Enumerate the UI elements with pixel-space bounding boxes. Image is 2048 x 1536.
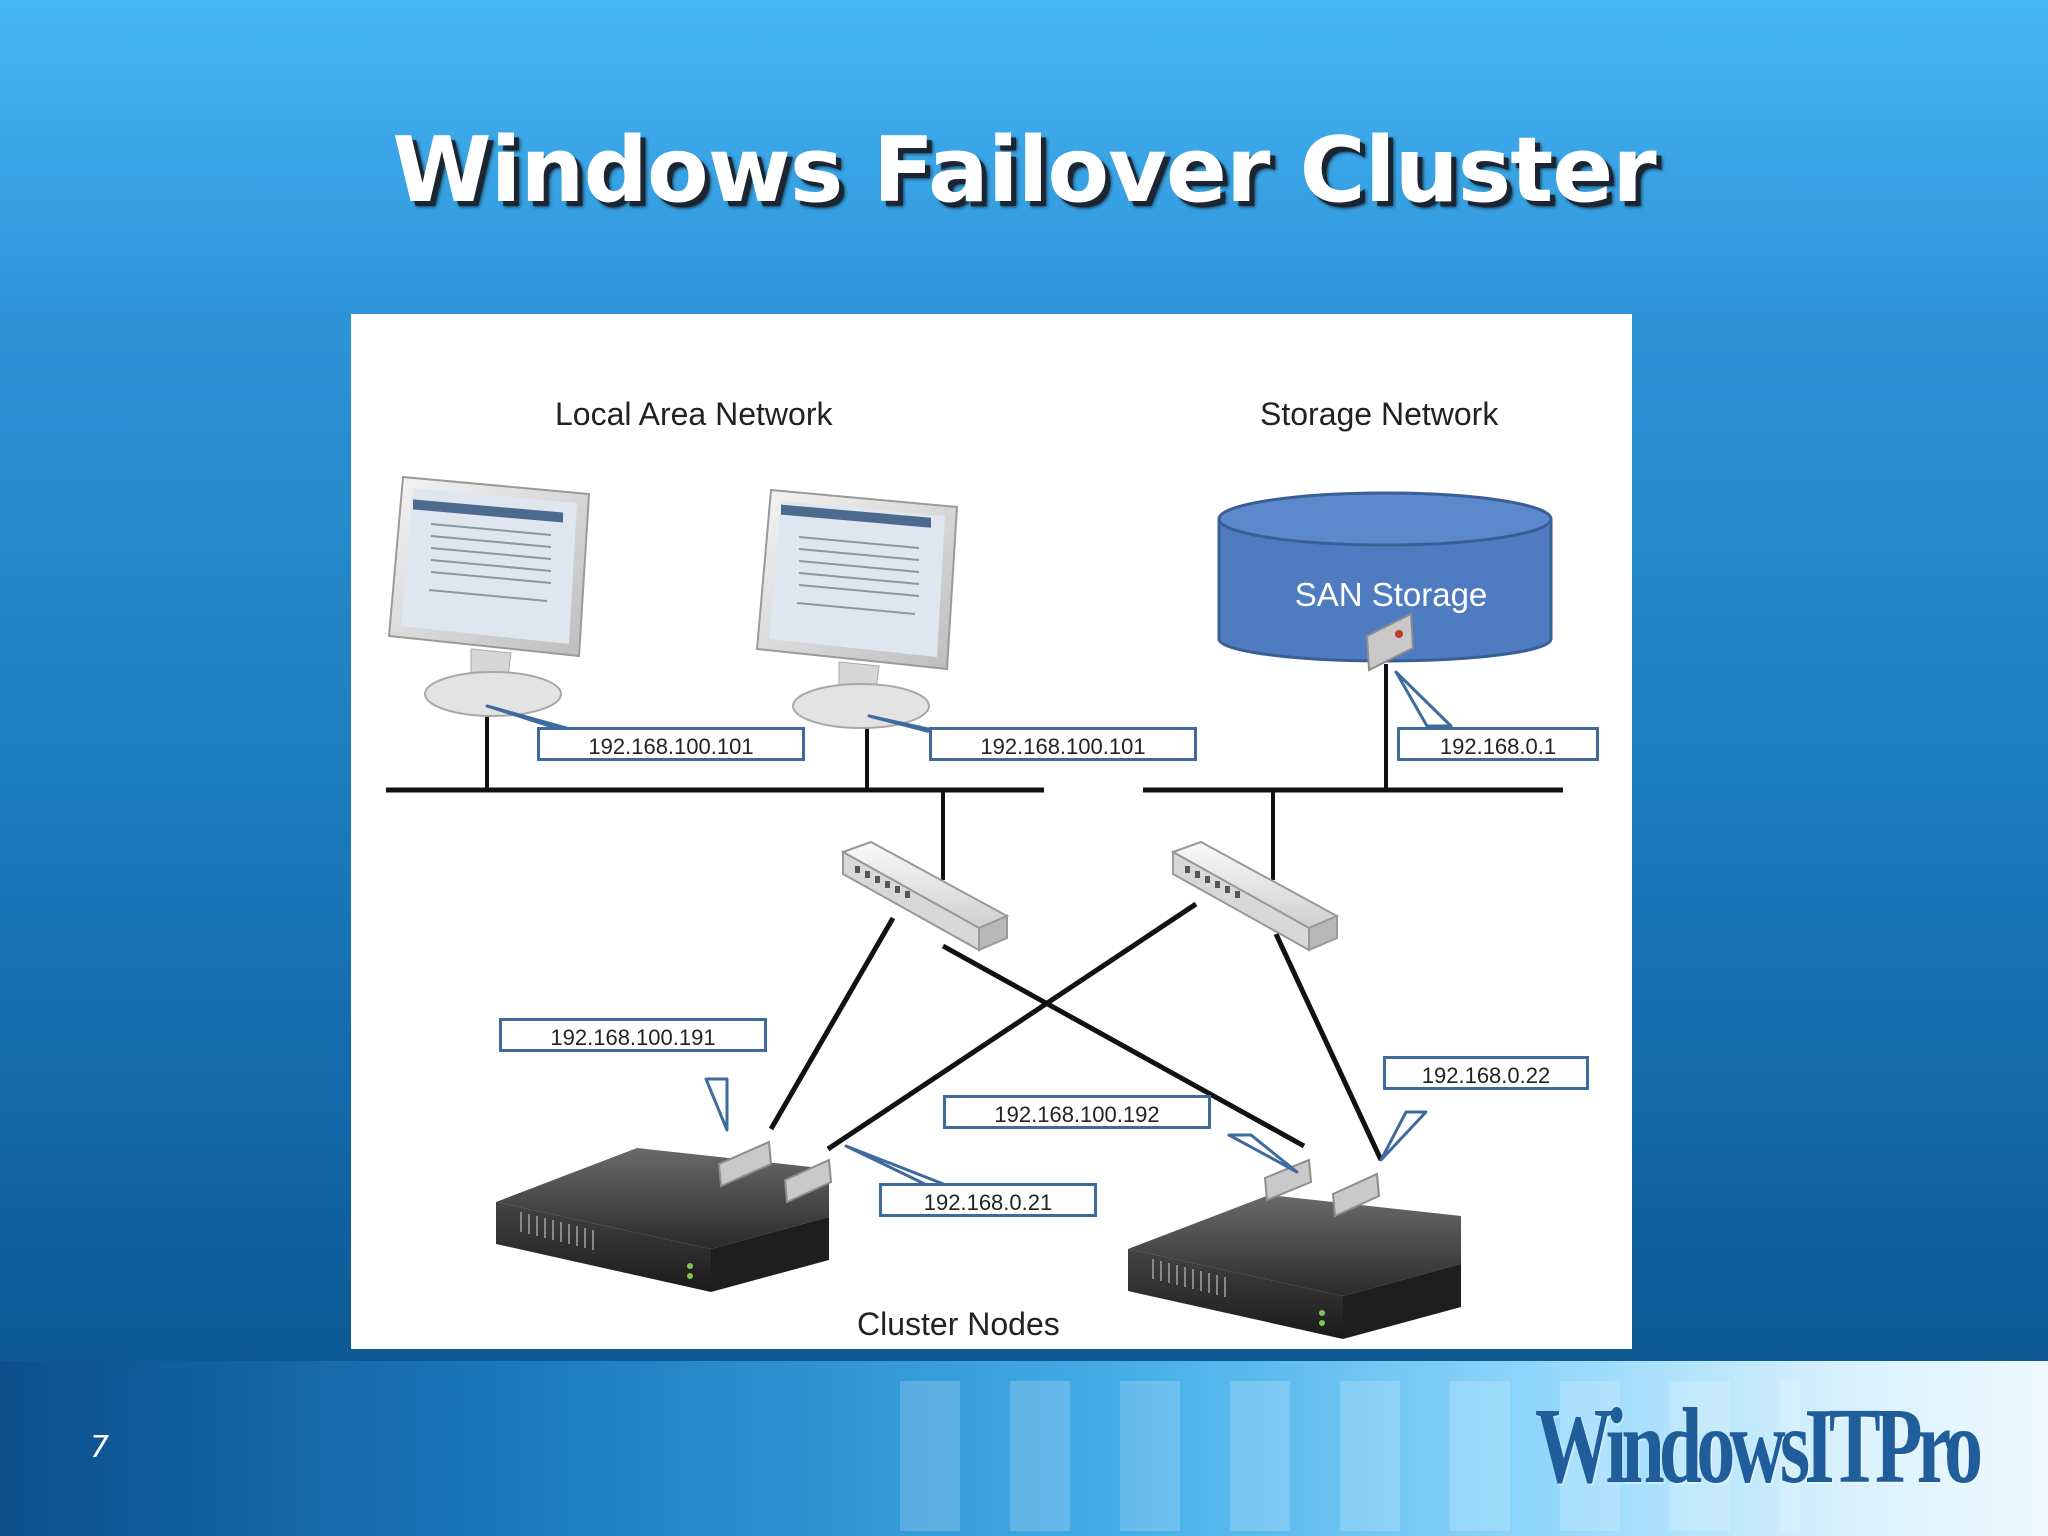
ip-client-1: 192.168.100.101 [537,727,805,761]
san-storage-label: SAN Storage [1294,576,1488,613]
ip-client-2: 192.168.100.101 [929,727,1197,761]
ip-node2-lan: 192.168.100.192 [943,1095,1211,1129]
network-diagram: Local Area Network Storage Network SAN S… [351,314,1632,1349]
lan-switch [840,840,1010,952]
storage-switch [1170,840,1340,952]
ip-node2-storage: 192.168.0.22 [1383,1056,1589,1090]
storage-network-label: Storage Network [1260,396,1499,432]
client-monitor-1 [387,475,591,717]
ip-node1-lan: 192.168.100.191 [499,1018,767,1052]
cluster-node-1 [496,1140,833,1292]
footer-band [0,1361,2048,1536]
client-monitor-2 [755,488,959,729]
san-storage-cylinder [1217,491,1553,672]
callout-pointers [485,670,1453,1189]
node-cabling [768,901,1384,1162]
ip-node1-storage: 192.168.0.21 [879,1183,1097,1217]
footer-decoration [900,1381,1800,1531]
slide-title: Windows Failover Cluster [392,118,1656,223]
windows-it-pro-logo: WindowsITPro [1535,1387,1983,1506]
cluster-node-2 [1128,1158,1461,1339]
page-number: 7 [90,1430,110,1465]
lan-label: Local Area Network [555,396,833,432]
cluster-nodes-label: Cluster Nodes [857,1306,1060,1342]
ip-san: 192.168.0.1 [1397,727,1599,761]
diagram-graphics [386,475,1563,1339]
storage-bus [1143,664,1563,880]
